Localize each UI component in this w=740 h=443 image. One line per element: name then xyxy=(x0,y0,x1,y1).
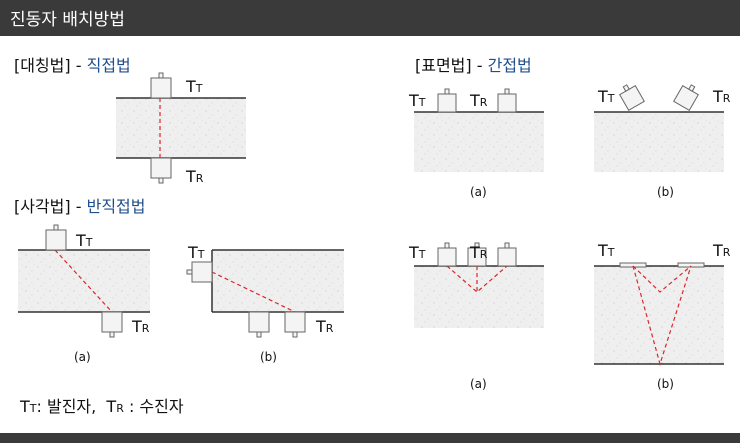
diagram-diagonal-a: TT TR xyxy=(18,224,150,338)
legend-t-text: : 발진자, xyxy=(36,397,97,416)
wave-path xyxy=(632,265,692,293)
label-transmitter: TT xyxy=(408,243,426,262)
section-label: [사각법] xyxy=(14,197,71,216)
transducer-transmitter xyxy=(186,261,213,283)
transducer-receiver xyxy=(497,88,517,113)
section-sep: - xyxy=(471,56,488,75)
label-receiver: TR xyxy=(131,317,150,336)
page-title: 진동자 배치방법 xyxy=(10,10,125,30)
section-sep: - xyxy=(70,197,87,216)
transducer-receiver-angled xyxy=(673,84,699,111)
section-title-symmetric: [대칭법] - 직접법 xyxy=(14,52,131,76)
footer-bar xyxy=(0,433,740,443)
wave-path xyxy=(211,271,296,313)
section-method: 직접법 xyxy=(86,56,131,75)
section-sep: - xyxy=(70,56,87,75)
transducer-receiver xyxy=(467,242,487,267)
caption-surface-bottom-b: (b) xyxy=(657,377,674,391)
label-transmitter: TT xyxy=(185,77,203,96)
section-title-diagonal: [사각법] - 반직접법 xyxy=(14,193,146,217)
wave-path xyxy=(632,265,692,367)
transducer-receiver xyxy=(497,242,517,267)
transducer-receiver xyxy=(150,157,172,184)
label-receiver: TR xyxy=(469,91,488,110)
legend-t-sub: T xyxy=(29,402,37,415)
concrete-block xyxy=(116,98,246,158)
section-label: [대칭법] xyxy=(14,56,71,75)
label-transmitter: TT xyxy=(408,91,426,110)
label-receiver: TR xyxy=(185,167,204,186)
transducer-transmitter xyxy=(437,242,457,267)
legend-r: T xyxy=(106,397,117,416)
diagram-surface-top-a: TT TR xyxy=(408,88,544,172)
transducer-transmitter xyxy=(150,72,172,99)
header-bar: 진동자 배치방법 xyxy=(0,0,740,36)
label-receiver: TR xyxy=(469,243,488,262)
legend-t: T xyxy=(20,397,30,416)
section-method: 반직접법 xyxy=(86,197,146,216)
diagram-diagonal-b: TT TR xyxy=(186,243,344,338)
wave-path xyxy=(446,265,508,293)
diagram-surface-bottom-a: TT TR xyxy=(408,242,544,328)
label-receiver: TR xyxy=(712,87,731,106)
legend-r-text: : 수진자 xyxy=(128,397,184,416)
label-transmitter: TT xyxy=(187,243,205,262)
legend-r-sub: R xyxy=(116,402,124,415)
transducer-receiver xyxy=(248,311,270,338)
caption-surface-top-b: (b) xyxy=(657,185,674,199)
section-title-surface: [표면법] - 간접법 xyxy=(415,52,532,76)
wave-path xyxy=(54,249,113,313)
diagram-surface-top-b: TT TR xyxy=(594,84,731,172)
label-transmitter: TT xyxy=(597,87,615,106)
caption-surface-bottom-a: (a) xyxy=(470,377,487,391)
legend: TT: 발진자, TR : 수진자 xyxy=(20,393,184,417)
label-transmitter: TT xyxy=(597,241,615,260)
section-label: [표면법] xyxy=(415,56,472,75)
transducer-transmitter xyxy=(45,224,67,251)
transducer-receiver xyxy=(284,311,306,338)
transducer-receiver xyxy=(101,311,123,338)
transducer-transmitter xyxy=(437,88,457,113)
diagram-surface-bottom-b: TT TR xyxy=(594,241,731,367)
caption-diagonal-b: (b) xyxy=(260,350,277,364)
caption-surface-top-a: (a) xyxy=(470,185,487,199)
label-receiver: TR xyxy=(315,317,334,336)
label-receiver: TR xyxy=(712,241,731,260)
section-method: 간접법 xyxy=(487,56,532,75)
diagram-symmetric: TT TR xyxy=(116,72,246,186)
transducer-transmitter-angled xyxy=(619,84,645,111)
caption-diagonal-a: (a) xyxy=(74,350,91,364)
label-transmitter: TT xyxy=(75,231,93,250)
